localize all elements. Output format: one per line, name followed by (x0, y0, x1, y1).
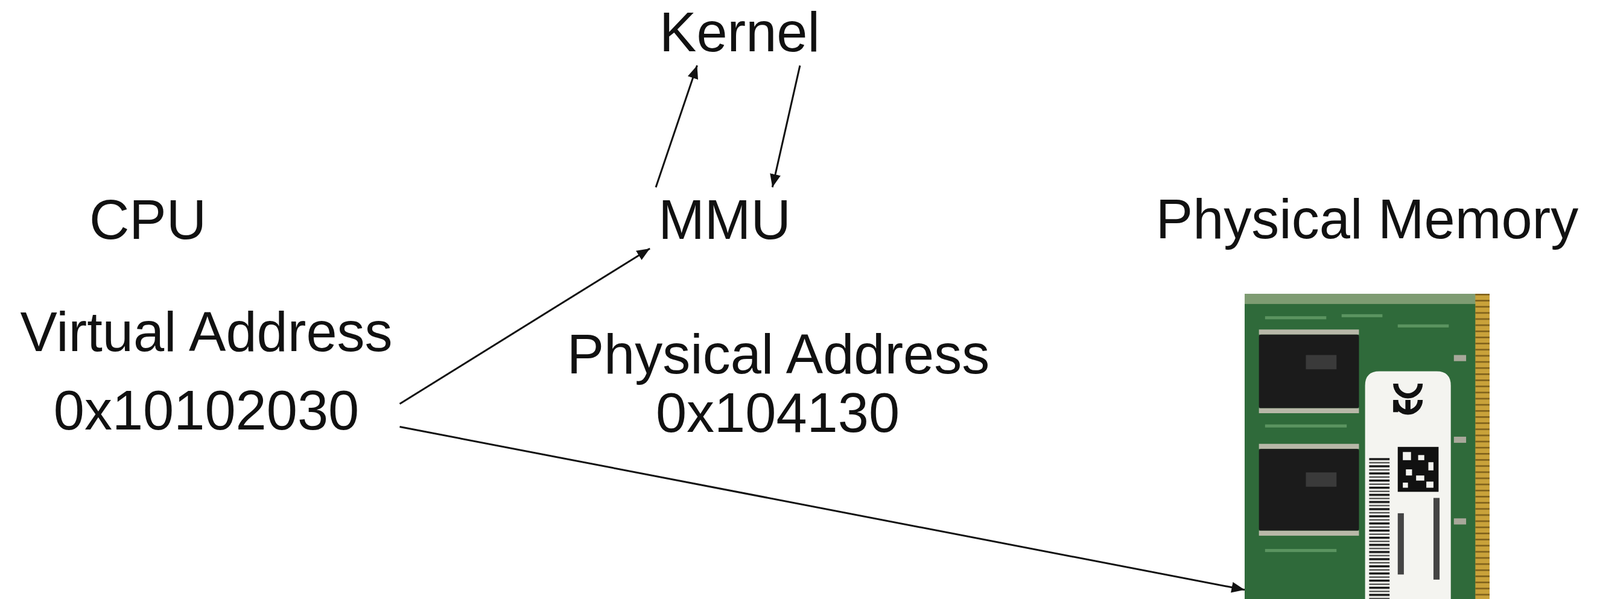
chip-marking (1306, 355, 1337, 370)
chip-pins (1259, 408, 1360, 414)
memory-node: Physical Memory (1244, 293, 1490, 599)
qr-code (1428, 462, 1434, 471)
node-text: Physical Memory (1155, 188, 1579, 250)
memory-module-photo (1244, 293, 1490, 599)
address-label: Physical Address (567, 323, 991, 385)
qr-code (1397, 447, 1439, 492)
qr-code (1402, 451, 1412, 461)
board-trace (1341, 314, 1383, 318)
smd-part (1453, 355, 1467, 362)
ce-mark (1395, 400, 1421, 413)
qr-code (1402, 482, 1408, 488)
qr-code (1415, 475, 1425, 481)
board-trace (1265, 549, 1337, 553)
board-trace (1265, 316, 1327, 320)
memory-chip (1259, 448, 1360, 531)
board-trace (1397, 324, 1450, 328)
address-node: Virtual Address0x10102030 (12, 288, 400, 454)
qr-code (1418, 454, 1425, 460)
gold-contacts (1475, 293, 1490, 599)
barcode (1368, 457, 1390, 599)
address-label: CPU (89, 189, 207, 251)
label-print (1433, 497, 1440, 580)
qr-code (1405, 469, 1412, 476)
memory-chip (1259, 334, 1360, 409)
product-label (1365, 371, 1451, 599)
kernel-node: Kernel (650, 0, 829, 66)
ce-mark (1395, 383, 1421, 396)
board-edge (1244, 293, 1490, 305)
node-text: Kernel (659, 1, 820, 63)
label-print (1397, 513, 1404, 575)
board-trace (1265, 424, 1347, 428)
arrow-connector (400, 426, 1245, 590)
circuit-board (1244, 293, 1490, 599)
node-text: MMU (658, 189, 791, 251)
chip-pins (1259, 444, 1360, 449)
qr-code (1426, 481, 1434, 488)
chip-pins (1259, 530, 1360, 536)
mmu-node: MMU (649, 187, 800, 253)
chip-marking (1306, 472, 1337, 487)
arrow-connector (772, 65, 800, 188)
smd-part (1453, 518, 1467, 525)
gold-contacts (1475, 293, 1490, 599)
arrow-connector (655, 65, 697, 188)
address-label: 0x104130 (655, 382, 900, 444)
node-text: 0x10102030 (19, 371, 393, 450)
chip-pins (1259, 329, 1360, 335)
smd-part (1453, 436, 1467, 443)
node-text: Virtual Address (19, 292, 393, 372)
